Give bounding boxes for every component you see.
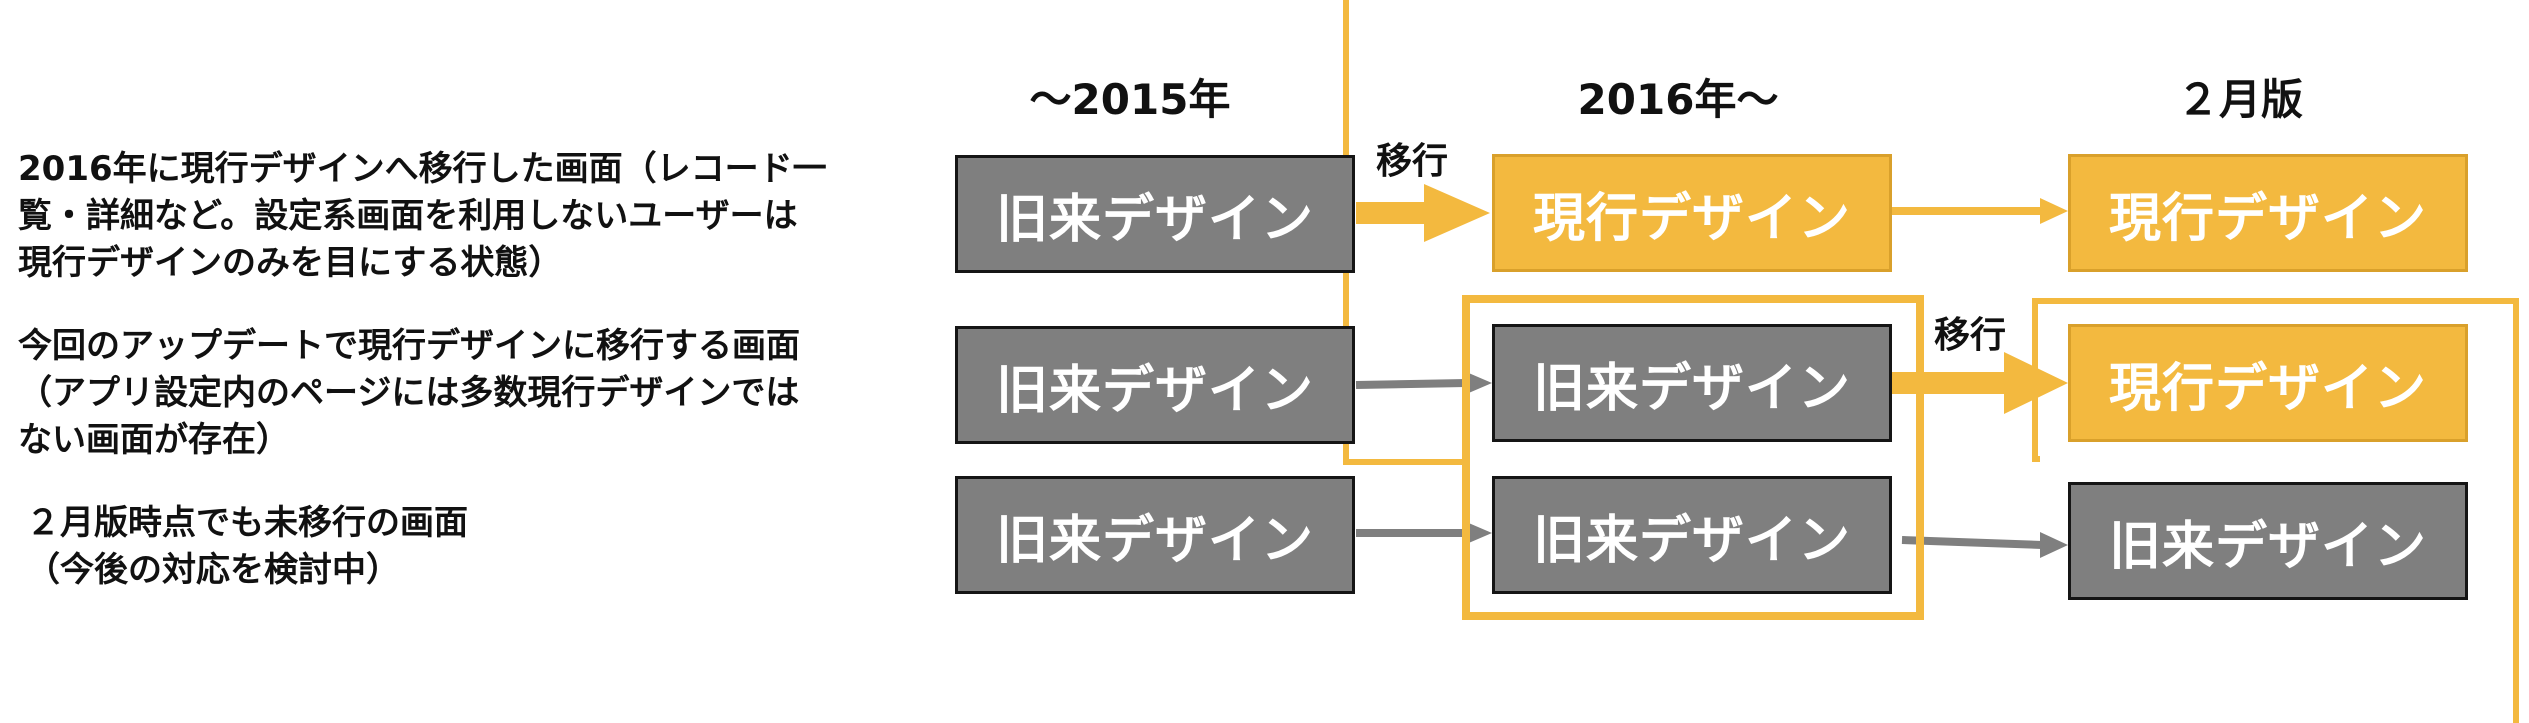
arrow-row3-2015-2016-head (1464, 521, 1492, 545)
migrate-label-row1: 移行 (1376, 141, 1449, 182)
row-label-3-line-2: （今後の対応を検討中） (26, 549, 400, 590)
row-label-3: ２月版時点でも未移行の画面 （今後の対応を検討中） (26, 500, 946, 594)
header-2016: 2016年～ (1577, 75, 1779, 124)
box-row3-feb-legacy: 旧来デザイン (2068, 482, 2468, 600)
row-label-1-line-3: 現行デザインのみを目にする状態） (18, 242, 563, 283)
arrow-row2-2015-2016-head (1464, 371, 1492, 395)
box-row1-2015-legacy: 旧来デザイン (955, 155, 1355, 273)
arrow-row3-2016-feb-head (2040, 532, 2068, 558)
arrow-row2-2015-2016 (1355, 379, 1467, 389)
header-2015: ～2015年 (1029, 75, 1231, 124)
box-row1-feb-current: 現行デザイン (2068, 154, 2468, 272)
boundary-line-2016 (1343, 0, 1466, 465)
row-label-2-line-1: 今回のアップデートで現行デザインに移行する画面 (18, 326, 800, 366)
arrow-row1-2016-feb-head (2040, 198, 2068, 224)
migrate-arrow-row2 (1892, 352, 2068, 414)
migrate-label-row2: 移行 (1934, 315, 2007, 356)
migrate-arrow-row1 (1356, 184, 1490, 242)
row-label-1-line-1: 2016年に現行デザインへ移行した画面（レコード一 (18, 149, 827, 189)
box-row2-2016-legacy: 旧来デザイン (1492, 324, 1892, 442)
row-label-3-line-1: ２月版時点でも未移行の画面 (26, 503, 468, 543)
row-label-2: 今回のアップデートで現行デザインに移行する画面 （アプリ設定内のページには多数現… (18, 323, 938, 464)
header-feb: ２月版 (2176, 75, 2303, 124)
box-row3-2015-legacy: 旧来デザイン (955, 476, 1355, 594)
row-label-1-line-2: 覧・詳細など。設定系画面を利用しないユーザーは (18, 195, 798, 236)
box-row2-2015-legacy: 旧来デザイン (955, 326, 1355, 444)
box-row2-feb-current: 現行デザイン (2068, 324, 2468, 442)
row-label-1: 2016年に現行デザインへ移行した画面（レコード一 覧・詳細など。設定系画面を利… (18, 146, 938, 287)
box-row1-2016-current: 現行デザイン (1492, 154, 1892, 272)
row-label-2-line-3: ない画面が存在） (18, 419, 290, 460)
box-row3-2016-legacy: 旧来デザイン (1492, 476, 1892, 594)
row-label-2-line-2: （アプリ設定内のページには多数現行デザインでは (18, 372, 800, 413)
arrow-row3-2016-feb (1901, 536, 2043, 549)
